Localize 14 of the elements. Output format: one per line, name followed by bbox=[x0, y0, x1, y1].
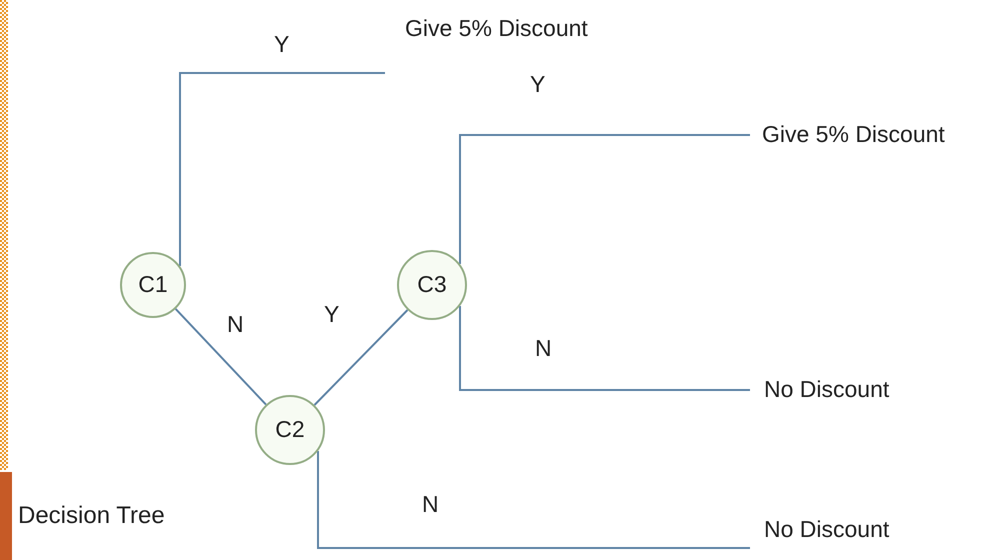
connector-line bbox=[459, 306, 750, 391]
diagram-title: Decision Tree bbox=[18, 502, 165, 530]
connector-line bbox=[459, 134, 750, 264]
outcome-label: Give 5% Discount bbox=[405, 16, 588, 42]
connector-line bbox=[174, 308, 267, 406]
outcome-label: No Discount bbox=[764, 517, 890, 543]
outcome-label: Give 5% Discount bbox=[762, 122, 945, 148]
condition-label: C3 bbox=[417, 272, 447, 298]
connector-line bbox=[317, 451, 750, 549]
condition-label: C1 bbox=[138, 272, 168, 298]
condition-label: C2 bbox=[275, 417, 305, 443]
connector-line bbox=[179, 72, 385, 266]
outcome-label: No Discount bbox=[764, 377, 890, 403]
connector-line bbox=[314, 309, 408, 406]
